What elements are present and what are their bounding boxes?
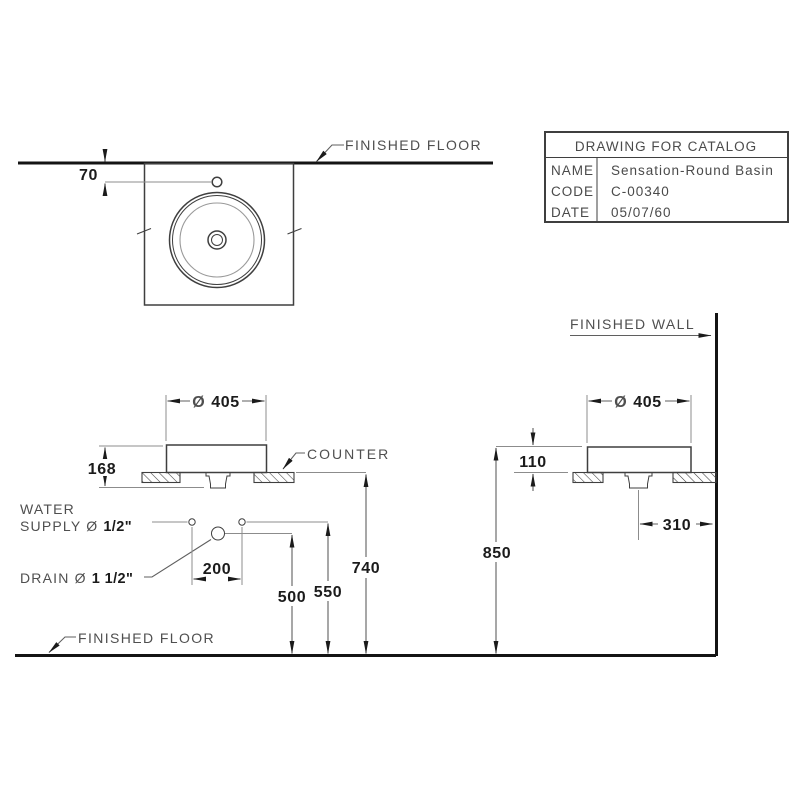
title-block: DRAWING FOR CATALOG NAME Sensation-Round…: [544, 131, 789, 223]
plan-view: 70 FINISHED FLOOR: [18, 137, 493, 306]
plan-counter-outline: [143, 162, 295, 306]
plan-right-break-tick: [287, 228, 302, 235]
title-block-title: DRAWING FOR CATALOG: [575, 139, 757, 154]
plan-left-break-tick: [136, 228, 152, 235]
plan-basin-circles: [168, 191, 266, 289]
plan-faucet-hole: [211, 176, 223, 188]
water-supply-label-line1: WATER: [20, 501, 75, 517]
dim-drain-to-wall-310: 310: [639, 515, 713, 534]
front-finished-floor-label: FINISHED FLOOR: [78, 630, 215, 646]
finished-wall-label: FINISHED WALL: [570, 316, 695, 332]
front-counter-hatch-right: [253, 471, 295, 484]
dim-850-text: 850: [483, 545, 512, 562]
dim-200-text: 200: [203, 561, 232, 578]
title-block-date-label: DATE: [551, 205, 590, 220]
dim-drain-height-500: 500: [274, 534, 310, 654]
water-supply-points: [152, 518, 328, 541]
dim-70-text: 70: [79, 167, 98, 184]
dim-550-text: 550: [314, 584, 343, 601]
water-supply-hole-left: [188, 518, 196, 526]
side-basin-body: [586, 446, 692, 474]
plan-drain-outer-circle: [207, 230, 227, 250]
dim-supply-height-550: 550: [309, 523, 347, 654]
plan-finished-floor-label: FINISHED FLOOR: [345, 137, 482, 153]
front-basin-body: [165, 444, 268, 474]
dim-740-text: 740: [352, 560, 381, 577]
water-supply-hole-right: [238, 518, 246, 526]
front-finished-floor-callout: FINISHED FLOOR: [48, 630, 215, 653]
title-block-date-value: 05/07/60: [611, 205, 672, 220]
counter-label: COUNTER: [307, 446, 390, 462]
dim-faucet-offset-70: 70: [79, 149, 211, 196]
title-block-border: [544, 131, 789, 223]
side-dim-height-110: 110: [496, 428, 582, 491]
dim-310-text: 310: [663, 517, 692, 534]
front-dim-height-text: 168: [88, 461, 117, 478]
dim-counter-height-740: 740: [348, 474, 384, 654]
counter-callout: COUNTER: [282, 446, 390, 470]
title-block-code-label: CODE: [551, 184, 594, 199]
title-block-code-value: C-00340: [611, 184, 670, 199]
plan-finished-floor-callout: FINISHED FLOOR: [316, 137, 482, 162]
front-counter-hatch-left: [141, 471, 181, 484]
drain-hole: [211, 526, 225, 541]
dim-110-text: 110: [519, 454, 547, 471]
front-dim-height-168: 168: [84, 445, 204, 488]
plan-drain-inner-circle: [211, 234, 223, 246]
dim-500-text: 500: [278, 589, 307, 606]
side-counter-hatch-right: [672, 471, 717, 484]
title-block-name-label: NAME: [551, 163, 594, 178]
side-counter-hatch-left: [572, 471, 604, 484]
finished-wall-callout: FINISHED WALL: [570, 316, 712, 338]
side-drain-fitting: [624, 472, 653, 489]
dim-basin-top-height-850: 850: [478, 447, 515, 654]
front-drain-fitting: [205, 472, 231, 489]
dim-supply-spacing-200: 200: [191, 527, 243, 585]
title-block-name-value: Sensation-Round Basin: [611, 163, 774, 178]
